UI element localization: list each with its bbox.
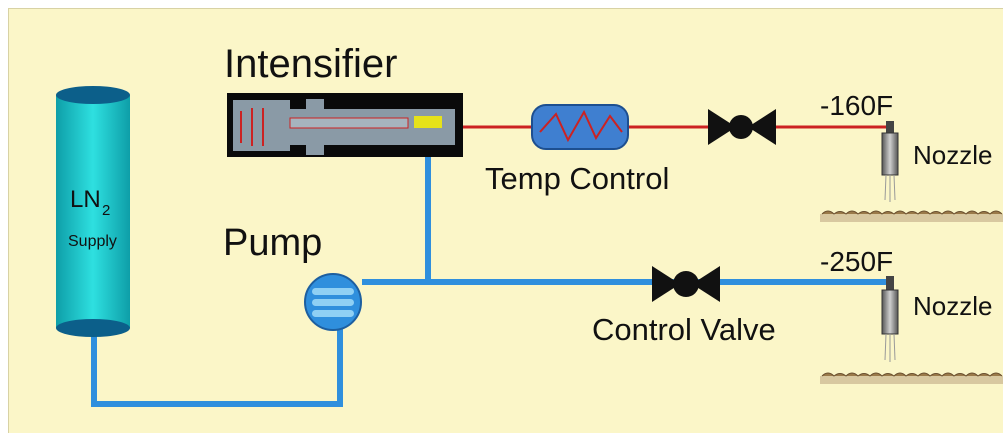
intensifier xyxy=(227,93,463,157)
bottom-nozzle-label: Nozzle xyxy=(913,291,993,321)
top-nozzle-label: Nozzle xyxy=(913,140,993,170)
intensifier-label: Intensifier xyxy=(224,42,398,86)
temp-control-label: Temp Control xyxy=(485,161,670,196)
ln2-pipe-network xyxy=(91,145,890,407)
control-valve-label: Control Valve xyxy=(592,312,776,347)
top-temperature-label: -160F xyxy=(820,90,894,121)
bottom-nozzle xyxy=(881,276,899,362)
supply-subscript-label: 2 xyxy=(102,202,111,219)
supply-main-label: LN xyxy=(70,186,101,213)
control-valve xyxy=(652,266,720,302)
top-nozzle xyxy=(881,121,899,202)
ln2-supply-tank xyxy=(56,86,130,337)
top-valve xyxy=(708,109,776,145)
bottom-temperature-label: -250F xyxy=(820,246,894,277)
pump-label: Pump xyxy=(223,222,323,264)
supply-to-pump-pipe xyxy=(91,318,343,407)
top-substrate xyxy=(820,210,1003,222)
supply-word-label: Supply xyxy=(68,233,117,250)
bottom-substrate xyxy=(820,372,1003,384)
pump xyxy=(304,273,362,331)
temp-control-unit xyxy=(531,104,629,150)
